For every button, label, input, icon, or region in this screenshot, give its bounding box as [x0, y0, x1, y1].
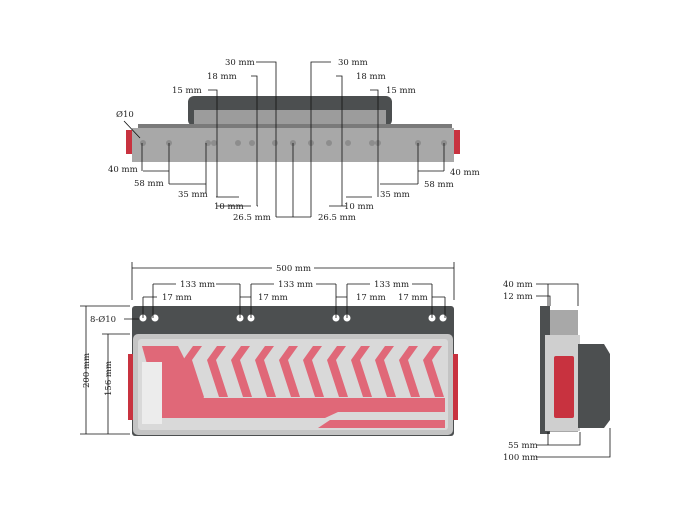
dim-label: 15 mm	[386, 86, 416, 96]
dim-label: 15 mm	[172, 86, 202, 96]
height-label: 200 mm	[82, 353, 92, 388]
dim-label: 17 mm	[398, 293, 428, 303]
dim-label: 100 mm	[503, 453, 538, 463]
dim-label: 26.5 mm	[233, 213, 271, 223]
width-label: 500 mm	[276, 264, 311, 274]
hole-diameter-label: Ø10	[116, 109, 134, 120]
lens-height-label: 156 mm	[104, 361, 114, 396]
holes-label: 8-Ø10	[90, 314, 116, 325]
dim-label: 40 mm	[108, 165, 138, 175]
dim-label: 26.5 mm	[318, 213, 356, 223]
dim-label: 30 mm	[225, 58, 255, 68]
dim-label: 58 mm	[134, 179, 164, 189]
front-view: 500 mm 133 mm 133 mm 133 mm 17 mm 17 mm …	[80, 262, 458, 436]
chevron-lights	[183, 346, 444, 397]
dim-label: 40 mm	[503, 280, 533, 290]
dim-label: 35 mm	[178, 190, 208, 200]
side-lamp	[554, 356, 574, 418]
side-view: 40 mm 12 mm 55 mm 100 mm	[503, 280, 611, 463]
top-mount-holes	[140, 140, 447, 146]
dim-label: 17 mm	[258, 293, 288, 303]
dim-label: 133 mm	[180, 280, 215, 290]
dim-label: 133 mm	[374, 280, 409, 290]
right-end-cap	[454, 130, 460, 154]
dim-label: 30 mm	[338, 58, 368, 68]
dim-label: 17 mm	[356, 293, 386, 303]
dim-label: 10 mm	[214, 202, 244, 212]
dim-label: 133 mm	[278, 280, 313, 290]
left-end-cap	[126, 130, 132, 154]
dim-label: 12 mm	[503, 292, 533, 302]
reverse-lights	[142, 362, 162, 424]
dim-label: 10 mm	[344, 202, 374, 212]
dim-label: 55 mm	[508, 441, 538, 451]
dim-label: 18 mm	[207, 72, 237, 82]
top-view: 30 mm 18 mm 15 mm Ø10 40 mm 58 mm 35 mm …	[108, 58, 480, 223]
dim-label: 35 mm	[380, 190, 410, 200]
dim-label: 17 mm	[162, 293, 192, 303]
dim-label: 40 mm	[450, 168, 480, 178]
dim-label: 58 mm	[424, 180, 454, 190]
dim-label: 18 mm	[356, 72, 386, 82]
light-strip	[142, 346, 445, 418]
